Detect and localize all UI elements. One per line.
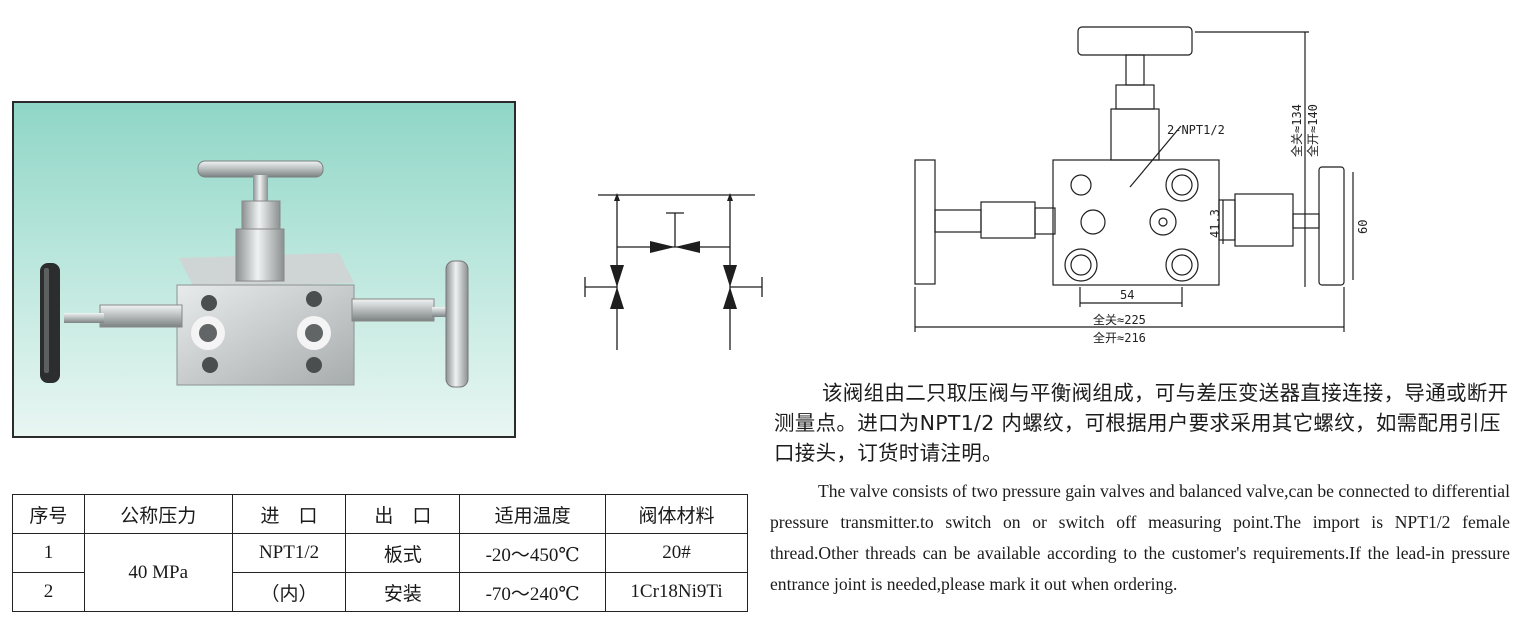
valve-schematic	[584, 193, 763, 350]
inlet-sub-cell: （内）	[231, 572, 347, 612]
width-open-label: 全开≈216	[1093, 330, 1146, 345]
dim-width-label: 54	[1120, 288, 1134, 302]
dimension-drawing: 2-NPT1/2 全关≈134 全开≈140 41.3 60 54 全关≈225…	[914, 26, 1370, 345]
table-row: 2 （内） 安装 -70～240℃ 1Cr18Ni9Ti	[12, 572, 748, 612]
outlet-cell-bottom: 安装	[345, 572, 461, 612]
product-photo	[12, 101, 516, 438]
table-row: 1 40 MPa NPT1/2 板式 -20～450℃ 20#	[12, 533, 748, 612]
header-material: 阀体材料	[605, 494, 748, 534]
material-cell: 20#	[605, 533, 748, 573]
outlet-cell-top: 板式	[345, 533, 461, 573]
dim-handle-label: 60	[1356, 220, 1370, 234]
temp-cell: -70～240℃	[459, 572, 607, 612]
thread-label: 2-NPT1/2	[1167, 123, 1225, 137]
width-closed-label: 全关≈225	[1093, 312, 1146, 327]
height-closed-label: 全关≈134	[1289, 104, 1304, 157]
temp-cell: -20～450℃	[459, 533, 607, 573]
height-open-label: 全开≈140	[1305, 104, 1320, 157]
description-english: The valve consists of two pressure gain …	[770, 481, 1510, 594]
spec-table: 序号 公称压力 进 口 出 口 适用温度 阀体材料 1 40 MPa NPT1/…	[12, 494, 748, 612]
header-inlet: 进 口	[231, 494, 347, 534]
header-no: 序号	[12, 494, 85, 534]
header-pressure: 公称压力	[83, 494, 233, 534]
row-no: 2	[12, 572, 85, 612]
header-temp: 适用温度	[459, 494, 607, 534]
header-outlet: 出 口	[345, 494, 461, 534]
table-header-row: 序号 公称压力 进 口 出 口 适用温度 阀体材料	[12, 494, 748, 534]
material-cell: 1Cr18Ni9Ti	[605, 572, 748, 612]
pressure-cell: 40 MPa	[83, 533, 233, 612]
dim-height-label: 41.3	[1208, 209, 1222, 238]
description-chinese: 该阀组由二只取压阀与平衡阀组成，可与差压变送器直接连接，导通或断开测量点。进口为…	[774, 381, 1509, 465]
row-no: 1	[12, 533, 85, 573]
inlet-cell: NPT1/2	[231, 533, 347, 573]
